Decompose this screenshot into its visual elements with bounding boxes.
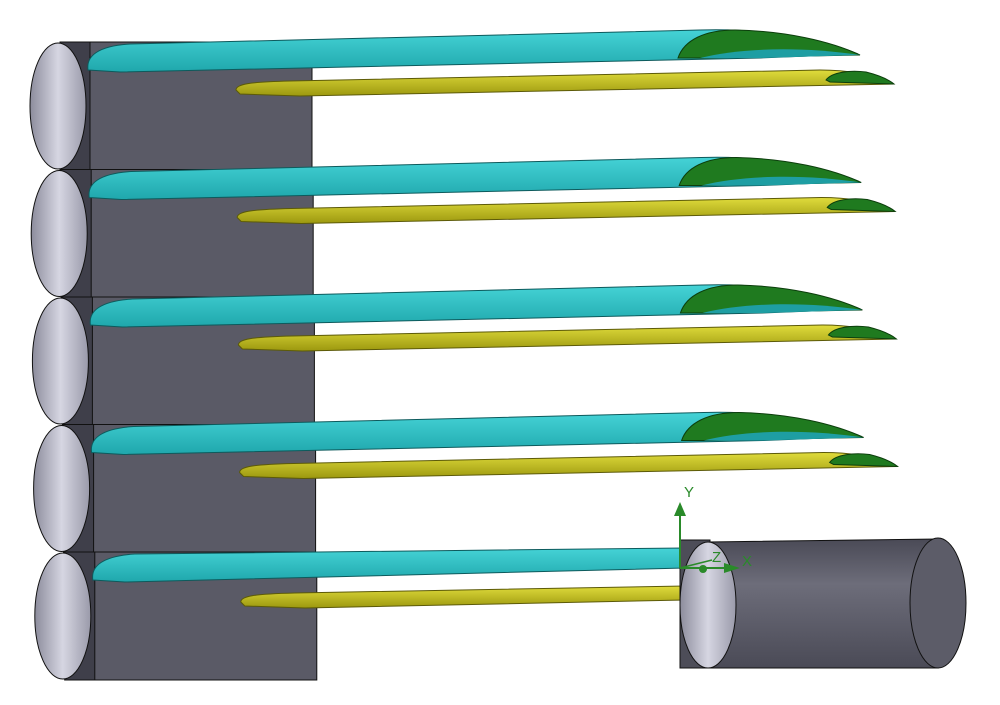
z-axis-label: Z	[712, 549, 721, 566]
primary-blade-underside	[700, 49, 860, 58]
secondary-blade-tip	[827, 325, 898, 340]
secondary-blade	[239, 451, 898, 480]
y-axis-arrow-icon	[674, 502, 686, 516]
x-axis-arrow-icon	[724, 563, 740, 573]
origin-point	[699, 565, 707, 573]
shaft-end-face	[909, 537, 967, 669]
secondary-blade-tip	[825, 70, 896, 85]
hub-end-face	[33, 425, 91, 552]
shaft-front-face	[679, 541, 737, 669]
x-axis-label: X	[742, 553, 752, 570]
hub-end-face	[31, 297, 89, 425]
hub-end-face	[29, 42, 87, 170]
primary-blade-underside	[702, 304, 863, 313]
hub-end-face	[30, 170, 88, 297]
primary-blade-underside	[701, 176, 862, 186]
primary-blade	[92, 547, 686, 583]
blade-row	[33, 411, 900, 553]
secondary-blade	[235, 69, 895, 97]
secondary-blade-tip	[828, 453, 900, 468]
y-axis-label: Y	[684, 484, 694, 501]
secondary-blade-tip	[826, 198, 897, 213]
shaft-cylinder	[679, 537, 967, 669]
blade-row	[34, 547, 686, 681]
hub-end-face	[34, 552, 92, 680]
secondary-blade	[240, 585, 686, 609]
z-axis-line	[679, 559, 713, 569]
secondary-blade	[237, 324, 897, 352]
blade-row	[30, 156, 897, 298]
blade-row	[31, 284, 898, 426]
blade-rows	[29, 29, 900, 681]
blade-row	[29, 29, 896, 171]
secondary-blade	[236, 196, 896, 225]
coordinate-triad: Y X Z	[674, 484, 752, 573]
primary-blade-underside	[703, 431, 864, 441]
